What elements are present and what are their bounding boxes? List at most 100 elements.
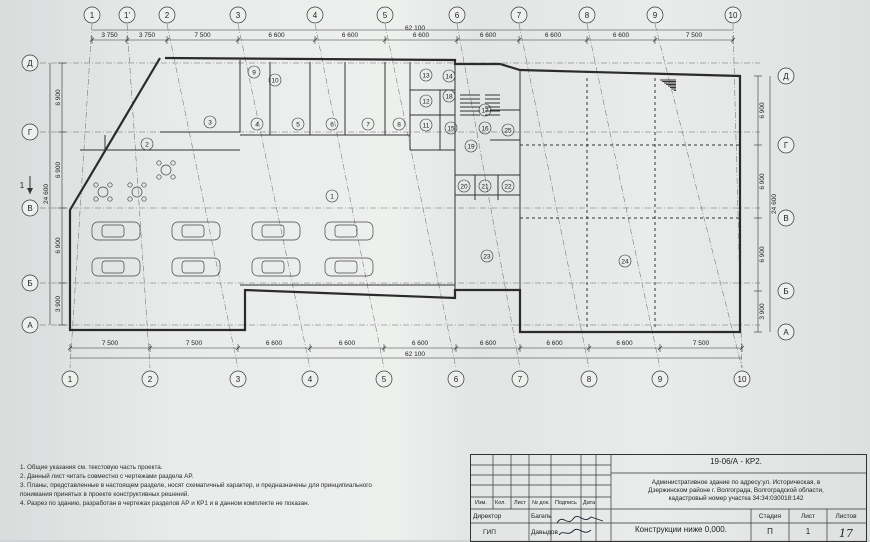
car-roof — [334, 260, 358, 274]
axis-label: В — [27, 204, 32, 213]
room-label: 16 — [481, 126, 489, 133]
car-symbol — [251, 257, 301, 277]
dimension-text: 6 900 — [759, 102, 766, 119]
chair-symbol — [127, 182, 133, 188]
axis-bubble — [510, 6, 528, 24]
room-marker — [457, 179, 471, 193]
car-roof — [261, 260, 285, 274]
stage-label: Стадия — [758, 513, 782, 520]
axis-bubble — [21, 199, 39, 217]
axis-label: Д — [27, 59, 33, 68]
chair-symbol — [107, 182, 113, 188]
room-label: 17 — [481, 108, 489, 115]
axis-bubble — [83, 6, 101, 24]
room-marker — [268, 73, 282, 87]
chair-symbol — [170, 160, 176, 166]
header-list: Лист — [514, 500, 526, 506]
general-notes: 1. Общие указания см. текстовую часть пр… — [20, 464, 460, 509]
car-symbol — [324, 257, 374, 277]
room-marker — [442, 69, 456, 83]
axis-label: 2 — [148, 375, 153, 384]
dimension-text: 7 500 — [102, 340, 119, 347]
dimension-total: 24 600 — [43, 184, 50, 204]
axis-label: Б — [783, 287, 788, 296]
room-marker — [464, 139, 478, 153]
car-symbol — [91, 221, 141, 241]
axis-bubble — [580, 370, 598, 388]
signature-gip — [558, 528, 592, 536]
note-line: 3. Планы, представленные в настоящем раз… — [20, 481, 372, 489]
axis-label: 1' — [124, 11, 130, 20]
axis-label: 6 — [455, 11, 460, 20]
room-label: 18 — [445, 94, 453, 101]
title-block-grid — [471, 455, 866, 541]
room-marker — [442, 89, 456, 103]
header-date: Дата — [583, 500, 596, 506]
room-marker — [250, 117, 264, 131]
room-label: 13 — [422, 73, 430, 80]
axis-label: 9 — [658, 375, 663, 384]
dimension-total: 62 100 — [405, 25, 425, 32]
axis-bubble — [578, 6, 596, 24]
axis-label: 4 — [313, 11, 318, 20]
signature-director — [556, 516, 604, 524]
axis-bubble — [61, 370, 79, 388]
room-marker — [501, 179, 515, 193]
chair-symbol — [127, 196, 133, 202]
note-line: понимания принятых в проекте конструктив… — [20, 490, 190, 498]
dimension-text: 7 500 — [194, 32, 211, 39]
dimension-text: 6 600 — [613, 32, 630, 39]
room-label: 12 — [422, 99, 430, 106]
dimension-text: 6 600 — [342, 32, 359, 39]
axis-bubble — [375, 370, 393, 388]
room-label: 5 — [296, 122, 300, 129]
header-doc: № док. — [532, 500, 550, 506]
axis-bubble — [777, 67, 795, 85]
stage-value: П — [767, 527, 773, 536]
axis-bubble — [777, 323, 795, 341]
room-label: 20 — [460, 184, 468, 191]
car-symbol — [171, 257, 221, 277]
chair-symbol — [170, 174, 176, 180]
axis-label: Г — [28, 128, 33, 137]
axis-bubble — [448, 6, 466, 24]
dimension-text: 6 900 — [759, 246, 766, 263]
axis-bubble — [777, 136, 795, 154]
room-label: 6 — [330, 122, 334, 129]
section-arrow — [27, 188, 33, 194]
table-symbol — [131, 186, 143, 198]
car-roof — [181, 224, 205, 238]
dimension-text: 6 600 — [413, 32, 430, 39]
axis-bubble — [158, 6, 176, 24]
car-symbol — [324, 221, 374, 241]
section-mark: 1 — [20, 181, 25, 190]
dimension-text: 3 900 — [55, 295, 62, 312]
room-label: 25 — [504, 128, 512, 135]
axis-label: 3 — [236, 11, 241, 20]
room-label: 21 — [481, 184, 489, 191]
axis-bubble — [777, 282, 795, 300]
header-izm: Изм. — [475, 500, 487, 506]
axis-label: 7 — [518, 375, 523, 384]
room-marker — [478, 121, 492, 135]
axis-label: 9 — [653, 11, 658, 20]
axis-label: 1 — [90, 11, 95, 20]
axis-label: 3 — [236, 375, 241, 384]
name-director: Багель — [531, 513, 552, 520]
note-line: 4. Разрез по зданию, разработан в чертеж… — [20, 499, 310, 507]
room-label: 15 — [447, 126, 455, 133]
room-marker — [361, 117, 375, 131]
axis-bubble — [118, 6, 136, 24]
room-marker — [419, 94, 433, 108]
note-line: 2. Данный лист читать совместно с чертеж… — [20, 472, 194, 480]
axis-label: 5 — [383, 11, 388, 20]
axis-label: 8 — [585, 11, 590, 20]
room-marker — [325, 117, 339, 131]
project-description: Административное здание по адресу:ул. Ис… — [648, 479, 824, 502]
axis-label: 10 — [729, 11, 738, 20]
room-marker — [419, 68, 433, 82]
dimension-text: 7 500 — [686, 32, 703, 39]
axis-bubble — [306, 6, 324, 24]
sheet-value: 1 — [805, 527, 811, 536]
axis-bubble — [724, 6, 742, 24]
